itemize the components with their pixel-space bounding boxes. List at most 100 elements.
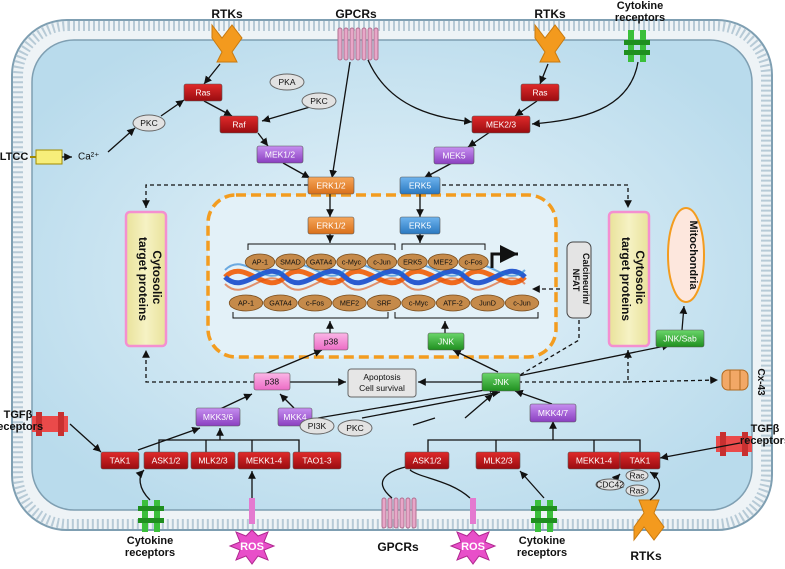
ltcc-label: LTCC [0, 151, 28, 163]
node-p38-nuc: p38 [313, 332, 349, 351]
node-label: ASK1/2 [152, 456, 181, 466]
ltcc-icon [30, 149, 72, 165]
gpcrs-top-label: GPCRs [335, 7, 377, 21]
node-mek5: MEK5 [433, 146, 475, 165]
node-pkc-top: PKC [301, 92, 337, 110]
svg-text:Cytosolic target protein: Cytosolic target proteins [619, 237, 647, 321]
node-label: MKK4 [283, 412, 306, 422]
node-ras-right: Ras [520, 83, 560, 102]
tf-smad: SMAD [275, 253, 306, 271]
node-label: ERK1/2 [316, 221, 346, 231]
tgfb-left-label: TGFβreceptors [0, 409, 43, 433]
node-label: TAK1 [110, 456, 131, 466]
ros-left-label: ROS [240, 541, 264, 553]
node-label: MKK4/7 [538, 408, 569, 418]
tf-label: c-Myc [342, 258, 362, 267]
node-label: PI3K [308, 421, 327, 431]
rtk-right-icon [534, 23, 566, 63]
node-ras-left: Ras [183, 83, 223, 102]
node-label: p38 [265, 377, 279, 387]
tf-label: GATA4 [310, 258, 333, 267]
tf-c-myc: c-Myc [336, 253, 367, 271]
rtk-left-icon [211, 23, 243, 63]
node-label: MEKK1-4 [576, 456, 613, 466]
node-label: MKK3/6 [203, 412, 234, 422]
transcription-arrow-icon [490, 245, 518, 268]
node-label: Cell survival [359, 383, 405, 393]
tgfb-right-label: TGFβreceptors [740, 423, 785, 447]
gpcrs-bottom-label: GPCRs [377, 540, 419, 554]
node-mkk36: MKK3/6 [195, 407, 241, 427]
tf-c-fos: c-Fos [458, 253, 489, 271]
node-pi3k: PI3K [299, 417, 335, 435]
tf-bracket-bottom-right [394, 312, 539, 319]
cytokine-receptor-top-icon [624, 30, 650, 62]
node-label: Rac [629, 471, 645, 481]
node-label: JNK/Sab [663, 334, 697, 344]
cytokine-receptor-bottom-left-icon [138, 500, 164, 532]
node-tao13: TAO1-3 [292, 451, 342, 470]
node-jnk-sab: JNK/Sab [655, 329, 705, 348]
cx43-label: Cx-43 [755, 368, 766, 396]
node-label: CDC42 [596, 480, 624, 490]
tf-ap-1: AP-1 [244, 253, 276, 271]
node-mekk14-left: MEKK1-4 [237, 451, 291, 470]
node-label: PKA [278, 77, 295, 87]
arrows-solid [69, 59, 741, 501]
node-label: MLK2/3 [483, 456, 513, 466]
tf-atf-2: ATF-2 [435, 294, 471, 312]
node-label: MEKK1-4 [246, 456, 283, 466]
tf-label: AP-1 [238, 299, 254, 308]
cytosolic-left-line1: Cytosolic [150, 250, 164, 304]
node-mkk47: MKK4/7 [529, 403, 577, 423]
calcineurin-line2: NFAT [571, 269, 581, 292]
node-pka: PKA [269, 73, 305, 91]
node-mlk23-left: MLK2/3 [190, 451, 236, 470]
tf-bracket-bottom-left [232, 312, 389, 319]
node-erk12-nuc: ERK1/2 [307, 216, 355, 235]
node-erk5-nuc: ERK5 [399, 216, 441, 235]
node-label: ERK5 [409, 221, 431, 231]
svg-text:Calcineurin/ NFAT: Calcineurin/ NFAT [571, 253, 591, 307]
tf-label: ATF-2 [443, 299, 462, 308]
node-ca: Ca²⁺ [78, 152, 99, 163]
node-label: TAO1-3 [302, 456, 331, 466]
tf-gata4: GATA4 [263, 294, 298, 312]
node-mek23: MEK2/3 [471, 115, 531, 134]
rtks-bottom-label: RTKs [630, 549, 662, 563]
node-tak1-right: TAK1 [619, 451, 661, 470]
node-label: p38 [324, 337, 338, 347]
gpcr-top-icon [337, 27, 379, 61]
tf-jund: JunD [470, 294, 505, 312]
arrows-dashed [142, 184, 719, 385]
node-label: ERK5 [409, 181, 431, 191]
tf-mef2: MEF2 [332, 294, 367, 312]
tf-mef2: MEF2 [427, 253, 459, 271]
node-cdc42: CDC42 [595, 478, 625, 491]
node-label: MEK1/2 [265, 150, 296, 160]
tf-label: GATA4 [269, 299, 292, 308]
node-tak1-left: TAK1 [100, 451, 140, 470]
node-mlk23-right: MLK2/3 [475, 451, 521, 470]
cx43-icon [721, 369, 749, 391]
rtks-right-label: RTKs [534, 7, 566, 21]
node-ask12-right: ASK1/2 [404, 451, 450, 470]
tf-gata4: GATA4 [305, 253, 337, 271]
node-pkc-bottom: PKC [337, 419, 373, 437]
ros-left-icon [228, 498, 276, 565]
ros-right-label: ROS [461, 541, 485, 553]
node-label: Ras [195, 88, 210, 98]
node-label: Ca²⁺ [78, 152, 99, 163]
signaling-nodes: RasRafPKAPKCPKCCa²⁺MEK1/2ERK1/2RasMEK2/3… [78, 73, 705, 497]
tf-label: MEF2 [340, 299, 359, 308]
ros-right-icon [449, 498, 497, 565]
tf-label: ERK5 [403, 258, 422, 267]
node-label: Apoptosis [363, 372, 400, 382]
gpcr-bottom-icon [381, 497, 417, 529]
node-label: JNK [438, 337, 454, 347]
cytosolic-target-left: Cytosolic target proteins [124, 210, 168, 348]
